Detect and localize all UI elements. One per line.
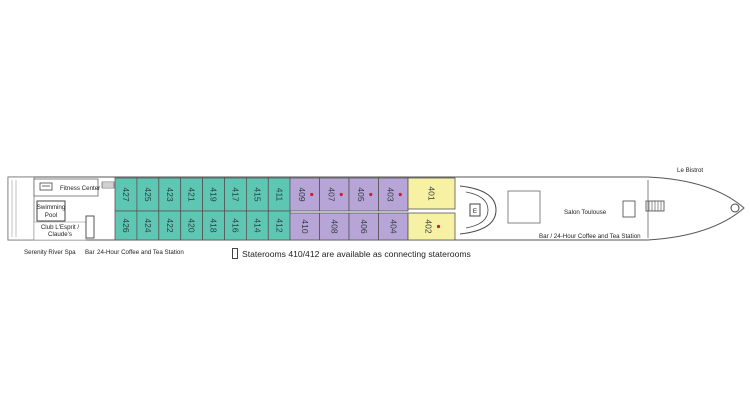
stateroom-number: 417 (230, 187, 240, 201)
stateroom-424[interactable]: 424 (136, 210, 160, 241)
stateroom-dot-icon (369, 192, 373, 197)
stateroom-number: 415 (252, 187, 262, 201)
stateroom-number: 419 (209, 187, 219, 201)
stateroom-426[interactable]: 426 (114, 210, 138, 241)
elevator-label: E (473, 208, 477, 215)
stateroom-dot-icon (436, 224, 441, 229)
stateroom-number: 421 (187, 187, 197, 201)
stateroom-401[interactable]: 401 (407, 177, 456, 210)
stateroom-cell (348, 177, 379, 212)
swimming-pool (36, 200, 66, 222)
stateroom-number: 403 (385, 187, 395, 201)
stateroom-411[interactable]: 411 (267, 177, 291, 212)
stateroom-number: 405 (356, 187, 366, 201)
stateroom-409[interactable]: 409 (289, 177, 320, 212)
stateroom-415[interactable]: 415 (245, 177, 269, 212)
le-bistrot-label: Le Bistrot (677, 167, 703, 174)
fitness-icon (39, 182, 53, 191)
stateroom-405[interactable]: 405 (348, 177, 379, 212)
stateroom-cell (407, 177, 456, 210)
stateroom-414[interactable]: 414 (245, 210, 269, 241)
stateroom-number: 408 (329, 219, 339, 233)
stateroom-423[interactable]: 423 (158, 177, 182, 212)
stateroom-number: 426 (121, 218, 131, 232)
stateroom-407[interactable]: 407 (319, 177, 350, 212)
grand-staircase (459, 185, 497, 235)
bow-marker (730, 203, 740, 213)
stateroom-number: 424 (143, 218, 153, 232)
stateroom-cell (378, 212, 409, 241)
stateroom-425[interactable]: 425 (136, 177, 160, 212)
stateroom-number: 406 (359, 219, 369, 233)
stateroom-417[interactable]: 417 (224, 177, 247, 212)
bar-coffee-forward-label: Bar / 24-Hour Coffee and Tea Station (539, 233, 641, 240)
stateroom-number: 410 (300, 219, 310, 233)
stateroom-418[interactable]: 418 (202, 210, 225, 241)
stateroom-cell (378, 177, 409, 212)
stern-deck (7, 176, 35, 241)
fitness-center-label: Fitness Center (60, 185, 100, 192)
stateroom-402[interactable]: 402 (407, 212, 456, 241)
club-label-1: Club L'Esprit / (41, 224, 80, 231)
stateroom-403[interactable]: 403 (378, 177, 409, 212)
stateroom-number: 409 (297, 187, 307, 201)
stateroom-427[interactable]: 427 (114, 177, 138, 212)
stateroom-419[interactable]: 419 (202, 177, 225, 212)
stateroom-number: 427 (121, 187, 131, 201)
stateroom-410[interactable]: 410 (289, 212, 320, 241)
stateroom-404[interactable]: 404 (378, 212, 409, 241)
serenity-spa-label: Serenity River Spa (24, 249, 76, 256)
swimming-pool-label-2: Pool (45, 212, 57, 219)
connecting-icon (232, 248, 238, 259)
stateroom-422[interactable]: 422 (158, 210, 182, 241)
stateroom-number: 420 (187, 218, 197, 232)
note-text: Staterooms 410/412 are available as conn… (242, 249, 471, 259)
stateroom-number: 412 (274, 218, 284, 232)
bar-label: Bar (85, 249, 95, 256)
stateroom-number: 401 (427, 186, 437, 200)
stateroom-420[interactable]: 420 (180, 210, 203, 241)
aft-stairs (101, 181, 115, 189)
stateroom-number: 414 (252, 218, 262, 232)
stateroom-408[interactable]: 408 (319, 212, 350, 241)
lobby-room (507, 190, 541, 224)
salon-toulouse-label: Salon Toulouse (564, 209, 607, 216)
stateroom-number: 418 (209, 218, 219, 232)
club-label-2: Claude's (48, 231, 72, 238)
stateroom-412[interactable]: 412 (267, 210, 291, 241)
stateroom-cell (289, 212, 320, 241)
swimming-pool-label-1: Swimming (37, 204, 66, 211)
stateroom-cell (319, 177, 350, 212)
stateroom-number: 411 (274, 188, 284, 202)
connecting-staterooms-note: Staterooms 410/412 are available as conn… (232, 248, 471, 259)
coffee-station-aft-label: 24-Hour Coffee and Tea Station (97, 249, 184, 256)
stateroom-dot-icon (310, 192, 314, 197)
stateroom-number: 402 (424, 219, 434, 233)
bar-counter (85, 215, 95, 239)
stateroom-406[interactable]: 406 (348, 212, 379, 241)
forward-stairs (622, 200, 665, 218)
stateroom-dot-icon (398, 192, 402, 197)
stateroom-dot-icon (339, 192, 343, 197)
stateroom-421[interactable]: 421 (180, 177, 203, 212)
stateroom-number: 404 (388, 219, 398, 233)
stateroom-cell (407, 212, 456, 241)
stateroom-cell (289, 177, 320, 212)
stateroom-number: 425 (143, 187, 153, 201)
stateroom-grid: 427 425 423 421 419 417 415 411 426 424 422 420 418 4… (114, 177, 456, 241)
stateroom-cell (348, 212, 379, 241)
stateroom-number: 407 (326, 187, 336, 201)
elevator-icon: E (473, 208, 477, 215)
stateroom-number: 423 (165, 187, 175, 201)
stateroom-416[interactable]: 416 (224, 210, 247, 241)
stateroom-number: 416 (230, 218, 240, 232)
stateroom-number: 422 (165, 218, 175, 232)
